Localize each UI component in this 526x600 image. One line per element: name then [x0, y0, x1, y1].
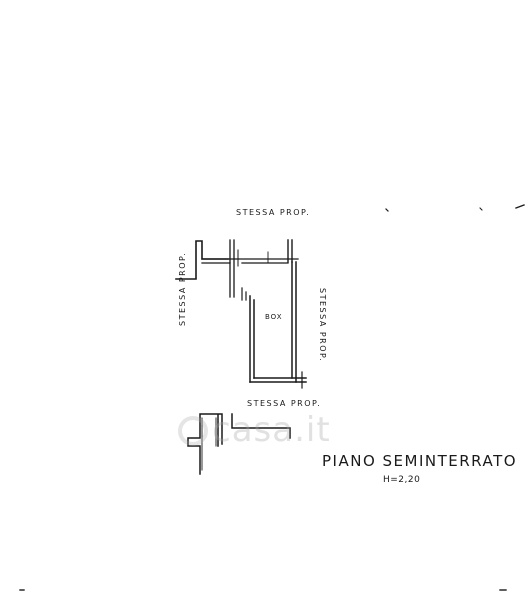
label-left-property: STESSA PROP.: [178, 251, 187, 326]
watermark-logo-icon: [178, 416, 208, 446]
label-bottom-property: STESSA PROP.: [247, 399, 322, 408]
wall-box-left: [249, 295, 255, 383]
wall-top-corridor: [201, 258, 299, 264]
wall-column-left: [229, 239, 235, 298]
wall-box-bottom: [249, 377, 307, 383]
label-right-property: STESSA PROP.: [318, 288, 327, 363]
label-top-property: STESSA PROP.: [236, 208, 311, 217]
edge-mark-right-top: [515, 204, 525, 209]
watermark-text: casa.it: [212, 410, 331, 450]
ceiling-height-note: H=2,20: [383, 475, 421, 485]
label-room-box: BOX: [265, 313, 283, 321]
wall-column-right: [287, 239, 293, 263]
floor-title: PIANO SEMINTERRATO: [322, 452, 518, 470]
wall-box-right: [291, 261, 297, 383]
